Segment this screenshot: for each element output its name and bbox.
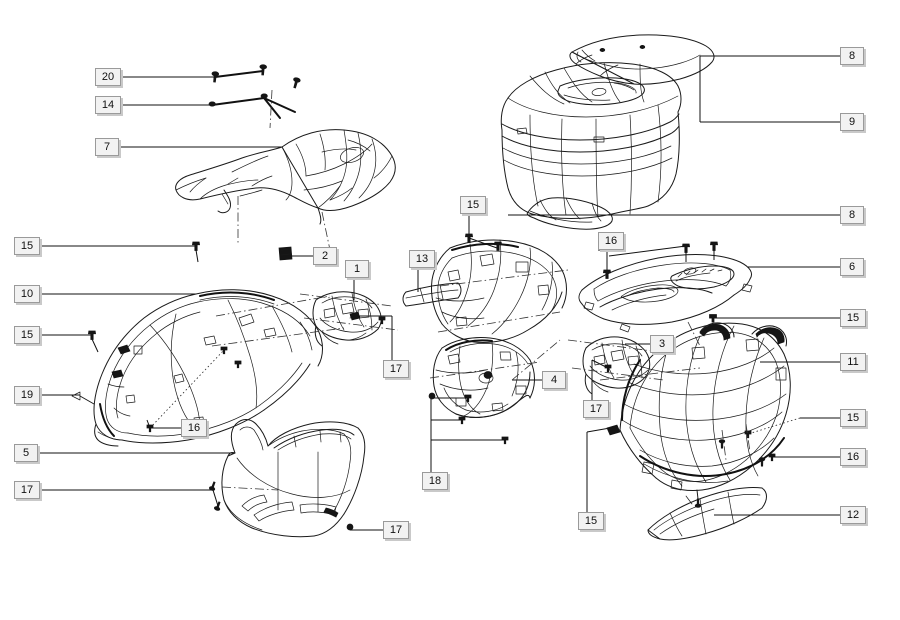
callout-15-f[interactable]: 15 — [840, 409, 866, 427]
callout-15-b[interactable]: 15 — [14, 326, 40, 344]
callout-15-a[interactable]: 15 — [14, 237, 40, 255]
part-9-top-case — [500, 34, 715, 230]
part-10-left-side-panel — [71, 241, 345, 447]
callout-16-c[interactable]: 16 — [840, 448, 866, 466]
part-6-luggage-rack — [578, 241, 753, 347]
callout-8-b[interactable]: 8 — [840, 206, 864, 224]
callout-16-b[interactable]: 16 — [598, 232, 624, 250]
callout-2[interactable]: 2 — [313, 247, 337, 265]
part-1-left-bracket — [299, 291, 399, 347]
part-12-lower-trim — [647, 487, 767, 541]
callout-12[interactable]: 12 — [840, 506, 866, 524]
part-7-grab-rail — [175, 129, 396, 251]
callout-15-e[interactable]: 15 — [840, 309, 866, 327]
callout-3[interactable]: 3 — [650, 335, 674, 353]
callout-15-c[interactable]: 15 — [460, 196, 486, 214]
callout-14[interactable]: 14 — [95, 96, 121, 114]
callout-6[interactable]: 6 — [840, 258, 864, 276]
callout-5[interactable]: 5 — [14, 444, 38, 462]
callout-17-b[interactable]: 17 — [383, 360, 409, 378]
callout-17-a[interactable]: 17 — [14, 481, 40, 499]
part-5-lower-fairing — [208, 419, 366, 538]
callout-15-d[interactable]: 15 — [578, 512, 604, 530]
callout-20[interactable]: 20 — [95, 68, 121, 86]
callout-10[interactable]: 10 — [14, 285, 40, 303]
callout-8-a[interactable]: 8 — [840, 47, 864, 65]
callout-17-c[interactable]: 17 — [383, 521, 409, 539]
part-2-grommet — [278, 246, 293, 261]
callout-19[interactable]: 19 — [14, 386, 40, 404]
part-20-14-group — [208, 64, 302, 129]
part-4-inner-frame — [428, 233, 569, 445]
callout-9[interactable]: 9 — [840, 113, 864, 131]
callout-13[interactable]: 13 — [409, 250, 435, 268]
part-11-right-side-panel — [599, 314, 791, 505]
callout-11[interactable]: 11 — [840, 353, 866, 371]
callout-4[interactable]: 4 — [542, 371, 566, 389]
callout-17-d[interactable]: 17 — [583, 400, 609, 418]
callout-18[interactable]: 18 — [422, 472, 448, 490]
callout-16-a[interactable]: 16 — [181, 419, 207, 437]
callout-7[interactable]: 7 — [95, 138, 119, 156]
callout-1[interactable]: 1 — [345, 260, 369, 278]
